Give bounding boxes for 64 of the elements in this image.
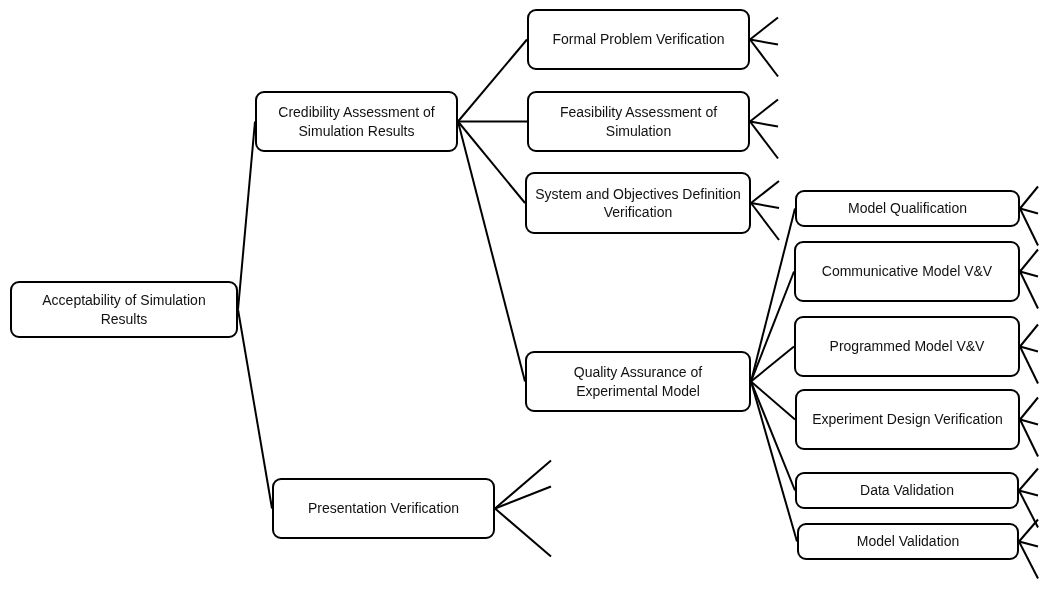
connector-line [1018, 540, 1039, 548]
node-label: Acceptability of Simulation Results [41, 291, 207, 328]
connector-line [1018, 489, 1039, 497]
connector-line [1019, 396, 1039, 421]
connector-line [750, 345, 795, 383]
connector-line [1019, 345, 1039, 353]
connector-line [1019, 270, 1039, 278]
connector-line [237, 308, 273, 510]
node-label: Feasibility Assessment of Simulation [558, 103, 719, 140]
connector-line [750, 202, 780, 241]
process-box [10, 281, 238, 338]
connector-line [1019, 418, 1039, 426]
connector-line [1019, 248, 1039, 273]
connector-line [1018, 467, 1039, 492]
connector-line [1018, 518, 1039, 543]
connector-line [1019, 207, 1039, 247]
connector-line [1019, 323, 1039, 348]
connector-line [1019, 185, 1039, 210]
connector-line [750, 380, 796, 421]
process-box [272, 478, 495, 539]
node-label: Model Validation [856, 532, 960, 551]
connector-line [749, 120, 779, 128]
connector-line [237, 120, 256, 311]
connector-line [749, 16, 779, 41]
connector-line [750, 270, 795, 383]
process-box [794, 316, 1020, 377]
process-box [255, 91, 458, 152]
process-box [525, 172, 751, 234]
node-label: Presentation Verification [308, 499, 459, 518]
connector-line [1019, 418, 1039, 458]
connector-line [1018, 540, 1039, 580]
process-box [795, 190, 1020, 227]
node-label: Formal Problem Verification [552, 30, 725, 49]
process-box [795, 472, 1019, 509]
connector-line [750, 180, 780, 204]
process-box [795, 389, 1020, 450]
node-label: Quality Assurance of Experimental Model [572, 363, 704, 400]
connector-line [494, 459, 552, 510]
connector-line [1019, 270, 1039, 310]
connector-line [749, 120, 779, 160]
process-box [794, 241, 1020, 302]
node-label: Data Validation [860, 481, 954, 500]
connector-line [457, 120, 528, 123]
connector-line [457, 38, 528, 123]
node-label: Communicative Model V&V [821, 262, 993, 281]
process-box [527, 91, 750, 152]
connector-line [750, 202, 780, 209]
connector-line [1018, 489, 1039, 529]
node-label: Credibility Assessment of Simulation Results [277, 103, 436, 140]
process-box [527, 9, 750, 70]
connector-line [494, 507, 552, 558]
connector-line [457, 120, 526, 204]
connector-line [494, 485, 552, 510]
process-box [525, 351, 751, 412]
connector-line [1019, 207, 1039, 215]
connector-line [1019, 345, 1039, 385]
node-label: Model Qualification [847, 199, 968, 218]
node-label: Programmed Model V&V [829, 337, 985, 356]
connector-line [749, 98, 779, 123]
connector-line [749, 38, 779, 46]
node-label: System and Objectives Definition Verification [534, 184, 742, 222]
node-label: Experiment Design Verification [812, 410, 1003, 429]
connector-line [749, 38, 779, 78]
process-box [797, 523, 1019, 560]
